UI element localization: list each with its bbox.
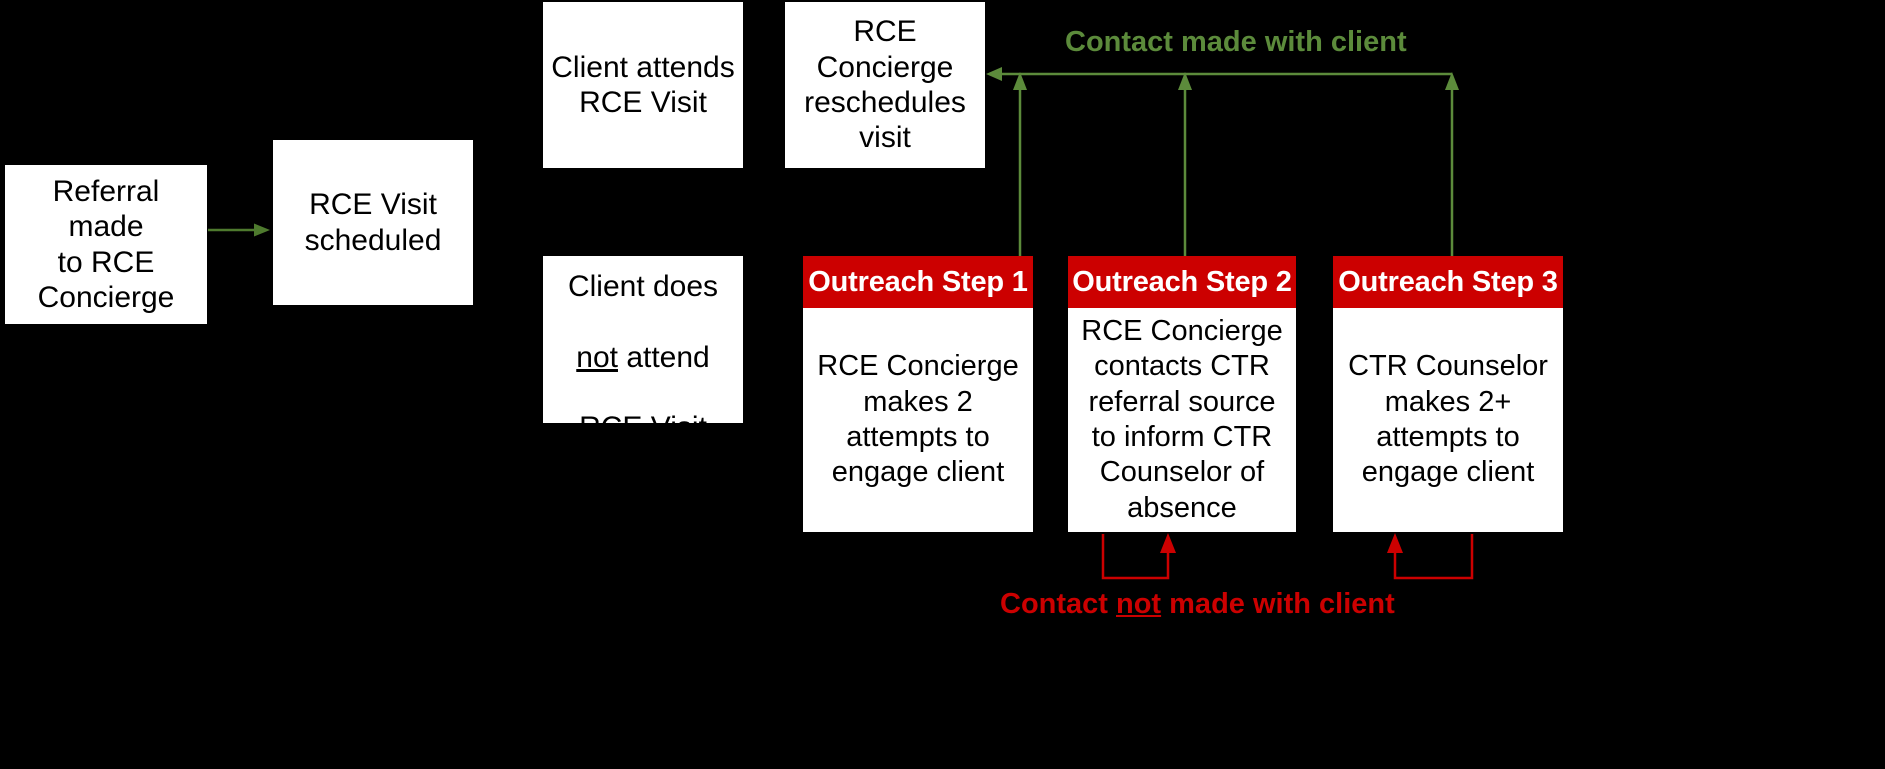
outreach-step-2-header: Outreach Step 2 (1068, 256, 1296, 308)
box-client-attends: Client attends RCE Visit (543, 2, 743, 168)
box-rce-visit-scheduled: RCE Visit scheduled (273, 140, 473, 305)
red-connector-step2-to-step3 (1387, 533, 1474, 580)
box-referral-made-text: Referral made to RCE Concierge (37, 174, 175, 314)
outreach-step-2-body: RCE Concierge contacts CTR referral sour… (1081, 314, 1283, 524)
green-riser-step3 (1445, 72, 1459, 256)
outreach-step-1-header: Outreach Step 1 (803, 256, 1033, 308)
outreach-step-3-header: Outreach Step 3 (1333, 256, 1563, 308)
box-client-does-not-attend-text: Client does not attend RCE Visit (549, 233, 737, 445)
cnm-not-emph: not (1116, 588, 1162, 620)
label-contact-made-text: Contact made with client (1065, 26, 1407, 58)
label-contact-not-made-with-client: Contact not made with client (1000, 588, 1395, 621)
green-riser-step2 (1178, 72, 1192, 256)
outreach-step-3: Outreach Step 3 CTR Counselor makes 2+ a… (1333, 256, 1563, 532)
cdna-line1: Client does (567, 269, 719, 303)
green-riser-step1 (1013, 72, 1027, 256)
cdna-line3: RCE Visit (579, 411, 707, 445)
cnm-pre: Contact (1000, 588, 1116, 620)
arrow-referral-to-visit (208, 223, 270, 237)
outreach-step-1: Outreach Step 1 RCE Concierge makes 2 at… (803, 256, 1033, 532)
cdna-attend: attend (617, 340, 710, 374)
cnm-post: made with client (1161, 588, 1395, 620)
box-rce-concierge-reschedules-text: RCE Concierge reschedules visit (804, 15, 966, 155)
label-contact-made-with-client: Contact made with client (1065, 26, 1407, 59)
box-referral-made: Referral made to RCE Concierge (5, 165, 207, 324)
box-rce-visit-scheduled-text: RCE Visit scheduled (304, 188, 442, 257)
box-client-does-not-attend: Client does not attend RCE Visit (543, 256, 743, 444)
cdna-not-emph: not (576, 340, 618, 374)
box-rce-concierge-reschedules: RCE Concierge reschedules visit (785, 2, 985, 168)
box-client-attends-text: Client attends RCE Visit (551, 50, 735, 119)
green-return-bus (986, 67, 1452, 81)
red-connector-step1-to-step2 (1101, 533, 1176, 580)
outreach-step-2: Outreach Step 2 RCE Concierge contacts C… (1068, 256, 1296, 532)
outreach-step-3-body: CTR Counselor makes 2+ attempts to engag… (1348, 350, 1548, 489)
outreach-step-1-body: RCE Concierge makes 2 attempts to engage… (817, 350, 1019, 489)
